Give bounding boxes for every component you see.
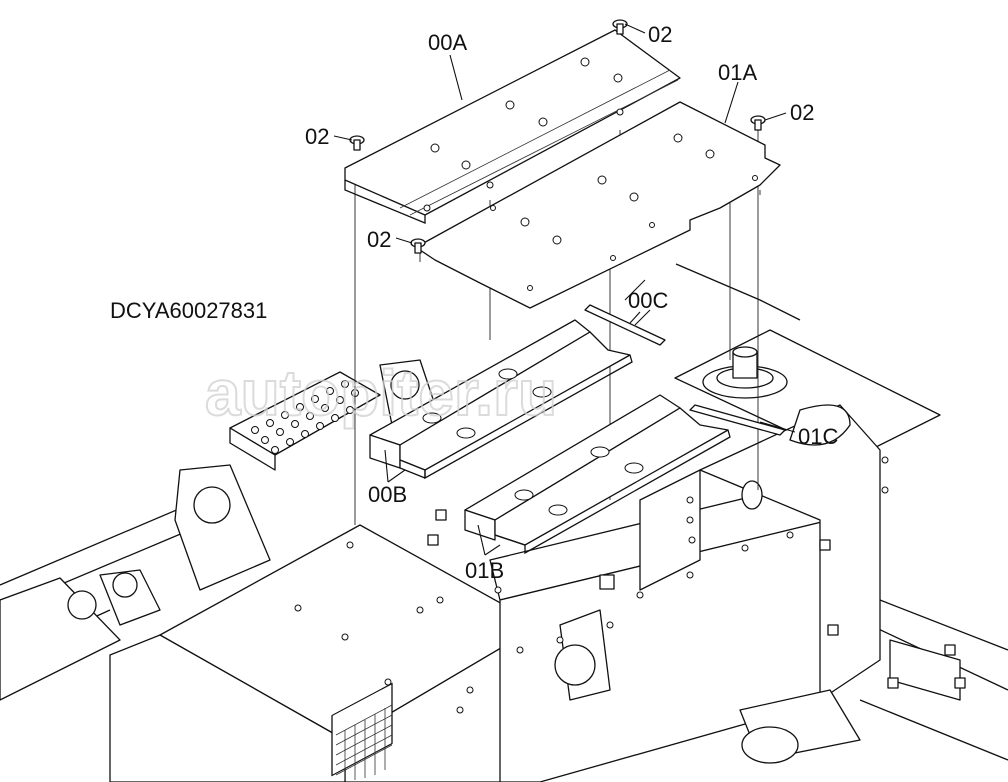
watermark: autopiter.ru [205,357,557,429]
vent-grille [331,682,393,780]
callout-02-left: 02 [305,124,329,149]
bolt-icon [750,115,766,131]
callout-01A: 01A [718,60,757,85]
callout-02-right: 02 [790,100,814,125]
bolt-icon [410,238,426,254]
cover-plate-00A [344,29,681,224]
leader-lines [333,23,796,556]
step-plate [229,371,381,471]
strip-01C [689,404,786,436]
bolt-icon [349,135,365,151]
strip-00C [584,304,666,346]
callout-00C: 00C [628,288,668,313]
callout-01C: 01C [798,424,838,449]
callout-02-top: 02 [648,22,672,47]
bolt-icon [612,19,628,35]
callout-00A: 00A [428,30,467,55]
callout-labels: 00A 01A 02 02 02 02 00C 01C 00B 01B [305,22,838,583]
cover-plate-01A [419,101,781,309]
callout-02-mid: 02 [367,227,391,252]
callout-01B: 01B [465,558,504,583]
callout-00B: 00B [368,482,407,507]
figure-id: DCYA60027831 [110,298,267,323]
swivel-joint [702,346,788,399]
machine-frame [0,263,1008,782]
slide-plates-00B [369,319,633,480]
slide-plates-01B [464,394,731,555]
